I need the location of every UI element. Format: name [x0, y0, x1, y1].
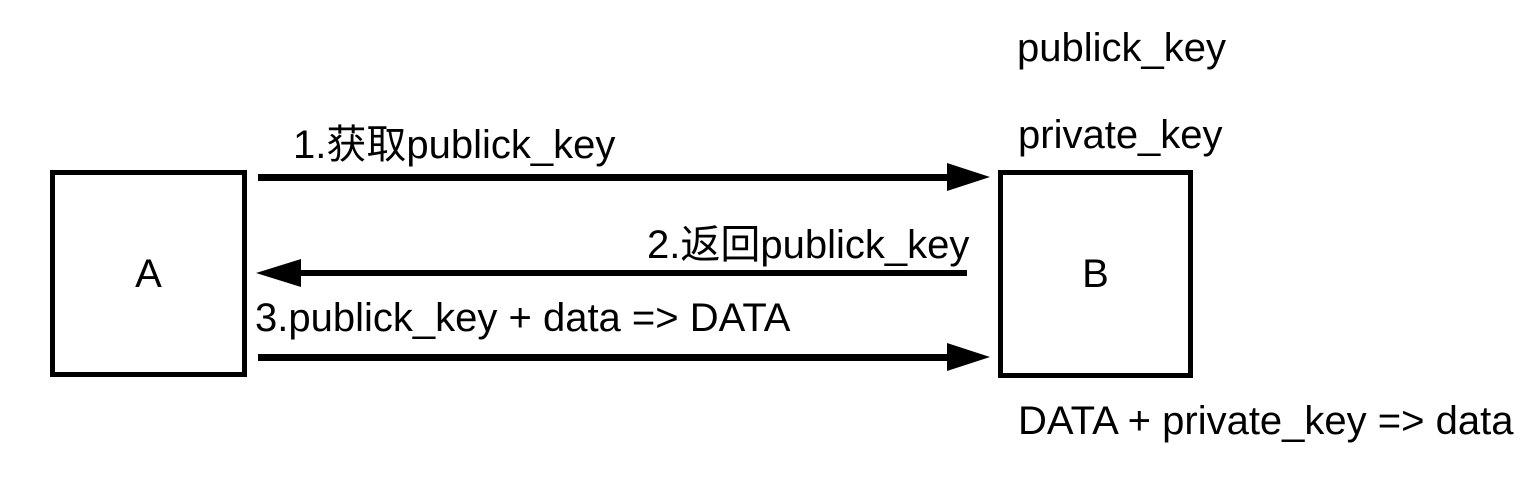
node-b-decrypt-note: DATA + private_key => data	[1018, 399, 1514, 443]
arrow-1-shaft	[258, 174, 950, 181]
node-b: B	[998, 170, 1193, 378]
arrow-3-label: 3.publick_key + data => DATA	[255, 296, 791, 340]
node-b-label: B	[1082, 252, 1109, 296]
arrow-2-shaft	[296, 270, 967, 276]
node-b-publick-key-label: publick_key	[1017, 26, 1227, 70]
arrow-2-label: 2.返回publick_key	[647, 223, 970, 267]
node-a: A	[50, 170, 247, 377]
arrow-3-arrowhead-right-icon	[947, 343, 990, 371]
arrow-1-arrowhead-right-icon	[947, 163, 990, 191]
arrow-2-arrowhead-left-icon	[256, 259, 301, 287]
node-b-private-key-label: private_key	[1018, 113, 1223, 157]
arrow-1-label: 1.获取publick_key	[293, 123, 616, 167]
arrow-3-shaft	[258, 354, 950, 361]
node-a-label: A	[135, 251, 162, 296]
